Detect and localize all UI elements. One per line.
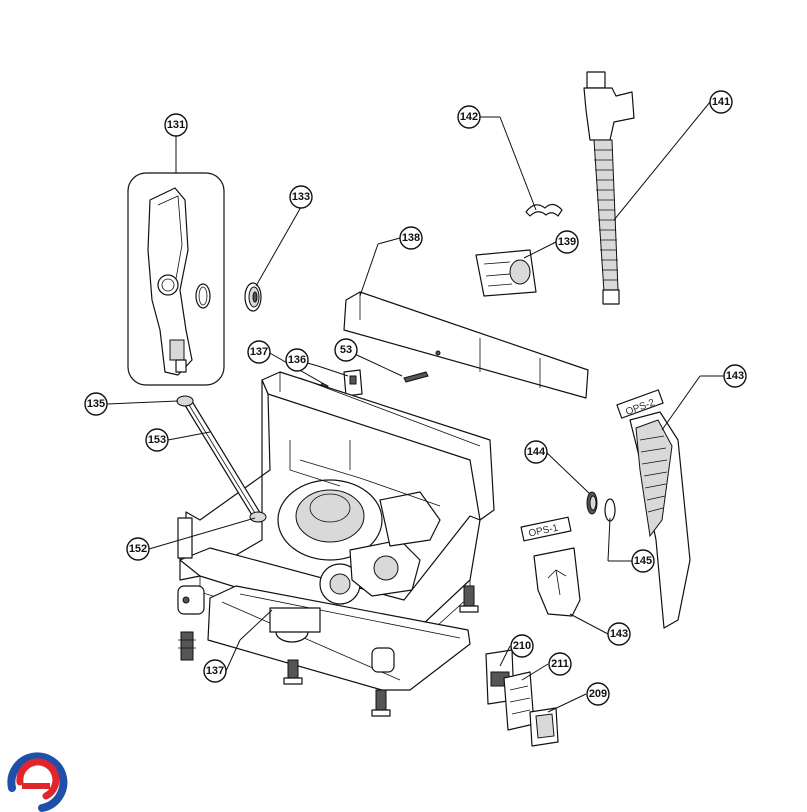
callout-209-label: 209	[589, 688, 607, 700]
callout-143-bottom-label: 143	[610, 628, 628, 640]
callout-131-label: 131	[167, 119, 185, 131]
callout-145-label: 145	[634, 555, 652, 567]
callout-133: 133	[289, 185, 313, 209]
part-142-clip	[525, 203, 563, 217]
part-135-clamp	[176, 395, 194, 407]
callout-139: 139	[555, 230, 579, 254]
part-139-plate	[475, 249, 537, 297]
part-153-hose	[182, 397, 263, 521]
part-144-ring	[586, 491, 598, 515]
leveling-feet	[177, 585, 479, 717]
brand-logo	[7, 752, 68, 812]
callout-143-bottom: 143	[607, 622, 631, 646]
part-138-panel	[343, 291, 589, 399]
part-152-clamp	[249, 511, 267, 523]
part-209-connector	[529, 707, 559, 747]
callout-153: 153	[145, 428, 169, 452]
callout-152: 152	[126, 537, 150, 561]
callout-131: 131	[164, 113, 188, 137]
callout-141-label: 141	[712, 96, 730, 108]
callout-141: 141	[709, 90, 733, 114]
callout-135: 135	[84, 392, 108, 416]
callout-210: 210	[510, 634, 534, 658]
callout-139-label: 139	[558, 236, 576, 248]
callout-137-top-label: 137	[250, 346, 268, 358]
callout-209: 209	[586, 682, 610, 706]
callout-211-label: 211	[551, 658, 569, 670]
part-131-group	[127, 172, 225, 386]
callout-153-label: 153	[148, 434, 166, 446]
callout-138: 138	[399, 226, 423, 250]
part-145-ring	[604, 498, 616, 522]
callout-144: 144	[524, 440, 548, 464]
callout-143-top-label: 143	[726, 370, 744, 382]
part-143-front-handle: OPS-1	[520, 516, 581, 617]
part-143-side-panel: OPS-2	[616, 389, 691, 629]
part-136-bracket	[343, 369, 363, 397]
callout-137-bottom: 137	[203, 659, 227, 683]
callout-53: 53	[334, 338, 358, 362]
part-53-screw	[403, 371, 429, 383]
callout-137-bottom-label: 137	[206, 665, 224, 677]
callout-137-top: 137	[247, 340, 271, 364]
callout-211: 211	[548, 652, 572, 676]
callout-143-top: 143	[723, 364, 747, 388]
callout-145: 145	[631, 549, 655, 573]
bottom-pan	[207, 585, 471, 691]
part-211-board	[503, 671, 535, 731]
callout-142: 142	[457, 105, 481, 129]
callout-142-label: 142	[460, 111, 478, 123]
callout-136: 136	[285, 348, 309, 372]
main-base-assembly	[177, 371, 495, 657]
callout-133-label: 133	[292, 191, 310, 203]
part-141-hose	[583, 71, 635, 305]
callout-136-label: 136	[288, 354, 306, 366]
callout-210-label: 210	[513, 640, 531, 652]
callout-138-label: 138	[402, 232, 420, 244]
callout-53-label: 53	[340, 344, 352, 356]
callout-152-label: 152	[129, 543, 147, 555]
callout-135-label: 135	[87, 398, 105, 410]
callout-144-label: 144	[527, 446, 546, 458]
part-133-seal	[244, 282, 262, 312]
